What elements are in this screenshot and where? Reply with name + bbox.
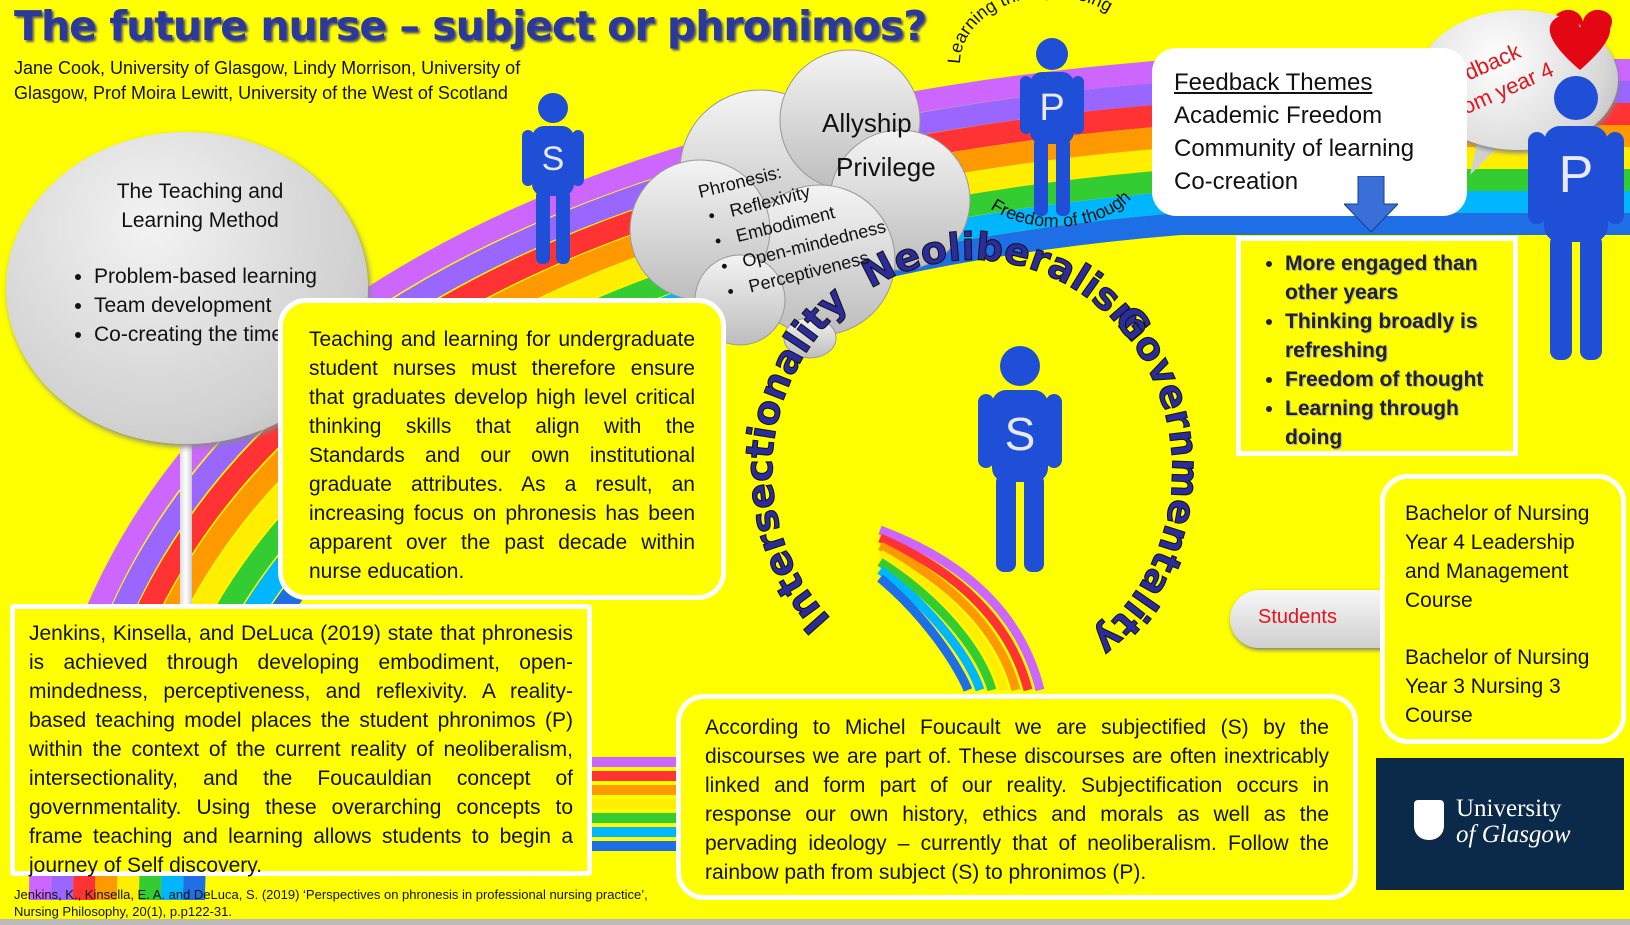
feedback-theme: Academic Freedom xyxy=(1174,102,1383,129)
list-item: Co-creating the timetable xyxy=(94,320,394,349)
feedback-theme: Co-creation xyxy=(1174,168,1299,195)
students-label: Students xyxy=(1258,606,1337,628)
course-item: Bachelor of Nursing Year 3 Nursing 3 Cou… xyxy=(1405,646,1590,727)
list-item: Problem-based learning xyxy=(94,262,394,291)
foucault-text-box: According to Michel Foucault we are subj… xyxy=(676,694,1358,900)
list-item: Thinking broadly is refreshing xyxy=(1285,307,1503,365)
feedback-themes-box: Feedback Themes Academic Freedom Communi… xyxy=(1152,48,1467,216)
figure-letter: P xyxy=(1039,87,1064,129)
thought-cloud xyxy=(629,49,971,359)
arc-label-governmentality: Governmentality xyxy=(1085,297,1208,666)
list-item: Learning through doing xyxy=(1285,394,1503,452)
feedback-results-box: More engaged than other years Thinking b… xyxy=(1236,236,1518,456)
logo-text: University of Glasgow xyxy=(1456,796,1571,848)
figure-letter: S xyxy=(542,140,565,178)
crest-icon xyxy=(1414,800,1444,840)
logo-line: of Glasgow xyxy=(1456,821,1571,848)
teaching-method-list: Problem-based learning Team development … xyxy=(50,262,394,349)
list-item: Team development xyxy=(94,291,394,320)
pointing-hand-icon xyxy=(1230,590,1402,648)
authors: Jane Cook, University of Glasgow, Lindy … xyxy=(14,58,521,103)
bottom-bar xyxy=(0,919,1630,925)
jenkins-text-box: Jenkins, Kinsella, and DeLuca (2019) sta… xyxy=(10,604,592,877)
bullet: • xyxy=(706,205,717,226)
allyship-label: Allyship xyxy=(822,108,912,138)
list-item: Freedom of thought xyxy=(1285,365,1503,394)
logo-line: University xyxy=(1456,795,1562,822)
courses-box: Bachelor of Nursing Year 4 Leadership an… xyxy=(1380,474,1626,744)
subject-figure-center: S xyxy=(978,346,1062,572)
reference-line: Nursing Philosophy, 20(1), p.p122-31. xyxy=(14,904,232,919)
course-item: Bachelor of Nursing Year 4 Leadership an… xyxy=(1405,502,1590,612)
phronimos-figure-right: P xyxy=(1528,76,1624,360)
university-logo: University of Glasgow xyxy=(1376,758,1624,890)
page-title: The future nurse – subject or phronimos? xyxy=(14,2,927,50)
feedback-theme: Community of learning xyxy=(1174,135,1415,162)
feedback-themes-title: Feedback Themes xyxy=(1174,69,1373,96)
arrow-down-icon xyxy=(1344,176,1398,232)
bullet: • xyxy=(725,281,736,302)
svg-text:Governmentality: Governmentality xyxy=(1086,297,1208,665)
figure-letter: S xyxy=(1005,408,1036,460)
bullet: • xyxy=(719,256,730,277)
list-item: More engaged than other years xyxy=(1285,249,1503,307)
heart-icon-overlay xyxy=(1549,15,1611,70)
reference: Jenkins, K., Kinsella, E. A. and DeLuca,… xyxy=(14,886,674,920)
figure-letter: P xyxy=(1559,146,1594,204)
sign-pole xyxy=(180,440,192,610)
teaching-method-title: The Teaching and Learning Method xyxy=(116,180,284,232)
subject-figure-left: S xyxy=(522,93,584,264)
phronimos-figure-top: P xyxy=(1020,38,1084,216)
privilege-label: Privilege xyxy=(836,152,936,182)
bullet: • xyxy=(713,230,724,251)
reference-line: Jenkins, K., Kinsella, E. A. and DeLuca,… xyxy=(14,887,648,902)
teaching-text-box: Teaching and learning for undergraduate … xyxy=(278,298,726,600)
